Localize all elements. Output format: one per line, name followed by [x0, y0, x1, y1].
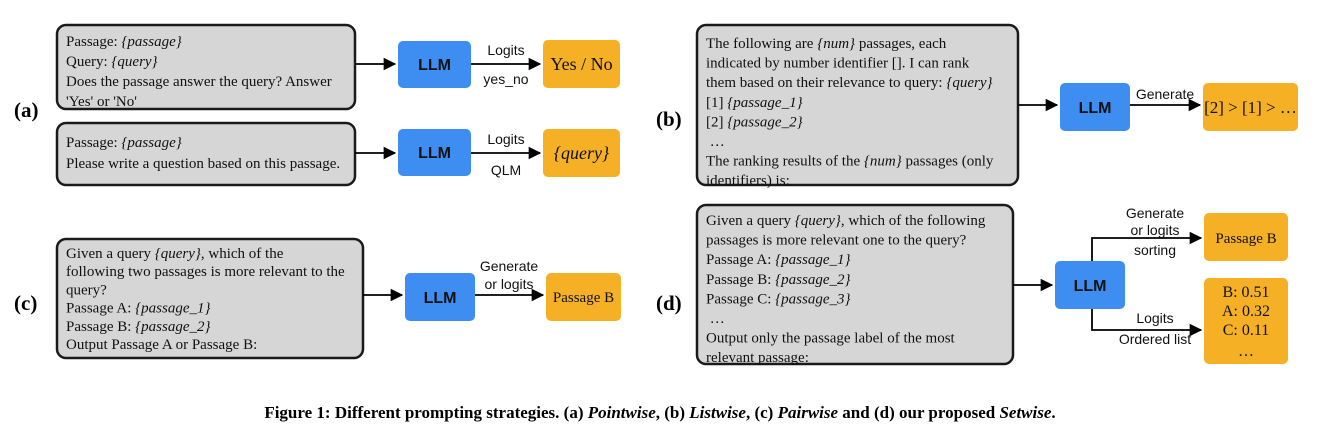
- edge-label-generate-b: Generate: [1136, 86, 1195, 102]
- pointwise-yes-no-row: Passage: {passage}Query: {query}Does the…: [55, 23, 620, 111]
- llm-box-d: [1055, 261, 1125, 309]
- output-box-d-upper: [1204, 213, 1288, 261]
- prompt-box-c: [55, 237, 365, 360]
- llm-box-c: [405, 273, 475, 321]
- prompt-text-a2: Passage: {passage}Please write a questio…: [66, 135, 340, 172]
- edge-label-or-logits-c: or logits: [484, 276, 533, 292]
- output-box-b: [1203, 83, 1298, 131]
- llm-label-a1: LLM: [418, 57, 451, 74]
- edge-label-yes-no: yes_no: [483, 71, 528, 87]
- panel-label-c: (c): [14, 291, 37, 315]
- output-yes-no: Yes / No: [550, 54, 612, 74]
- llm-label-b: LLM: [1079, 100, 1112, 117]
- prompt-box-a2: [55, 121, 357, 187]
- pointwise-qlm-row: Passage: {passage}Please write a questio…: [55, 121, 620, 187]
- edge-label-sorting: sorting: [1134, 242, 1176, 258]
- edge-label-generate-d: Generate: [1126, 205, 1185, 221]
- prompt-text-a1: Passage: {passage}Query: {query}Does the…: [66, 34, 332, 110]
- llm-box-a2: [398, 129, 471, 176]
- llm-label-a2: LLM: [418, 145, 451, 162]
- output-box-a2: [543, 129, 620, 177]
- score-b: B: 0.51: [1222, 284, 1269, 301]
- edge-label-logits-a2: Logits: [487, 131, 524, 147]
- panel-label-b: (b): [656, 107, 682, 131]
- edge-label-generate-c: Generate: [480, 258, 539, 274]
- arrow-llm-to-upper-output: [1091, 231, 1203, 261]
- edge-label-logits-d: Logits: [1136, 310, 1173, 326]
- output-ranking: [2] > [1] > …: [1204, 98, 1297, 117]
- output-passage-b-d: Passage B: [1215, 231, 1276, 247]
- edge-label-or-logits-d: or logits: [1130, 222, 1179, 238]
- llm-box-a1: [398, 41, 471, 88]
- prompt-text-d: Given a query {query}, which of the foll…: [706, 213, 986, 366]
- panel-label-a: (a): [14, 98, 39, 122]
- llm-label-d: LLM: [1074, 278, 1107, 295]
- score-ellipsis: …: [1238, 343, 1254, 360]
- output-box-a1: [543, 40, 620, 88]
- output-box-d-lower: [1204, 278, 1288, 364]
- output-passage-b-c: Passage B: [553, 290, 614, 306]
- setwise-panel: Given a query {query}, which of the foll…: [695, 203, 1288, 366]
- edge-label-qlm: QLM: [491, 162, 521, 178]
- score-c: C: 0.11: [1223, 322, 1270, 339]
- arrow-llm-to-lower-output: [1091, 309, 1203, 337]
- prompt-box-a1: [55, 23, 357, 111]
- edge-label-ordered-list: Ordered list: [1119, 331, 1191, 347]
- llm-box-b: [1060, 83, 1130, 131]
- edge-label-logits-a1: Logits: [487, 42, 524, 58]
- score-a: A: 0.32: [1222, 303, 1270, 320]
- output-box-c: [546, 273, 621, 321]
- panel-label-d: (d): [656, 291, 682, 315]
- llm-label-c: LLM: [424, 290, 457, 307]
- output-query: {query}: [554, 143, 610, 163]
- figure-caption: Figure 1: Different prompting strategies…: [264, 403, 1055, 422]
